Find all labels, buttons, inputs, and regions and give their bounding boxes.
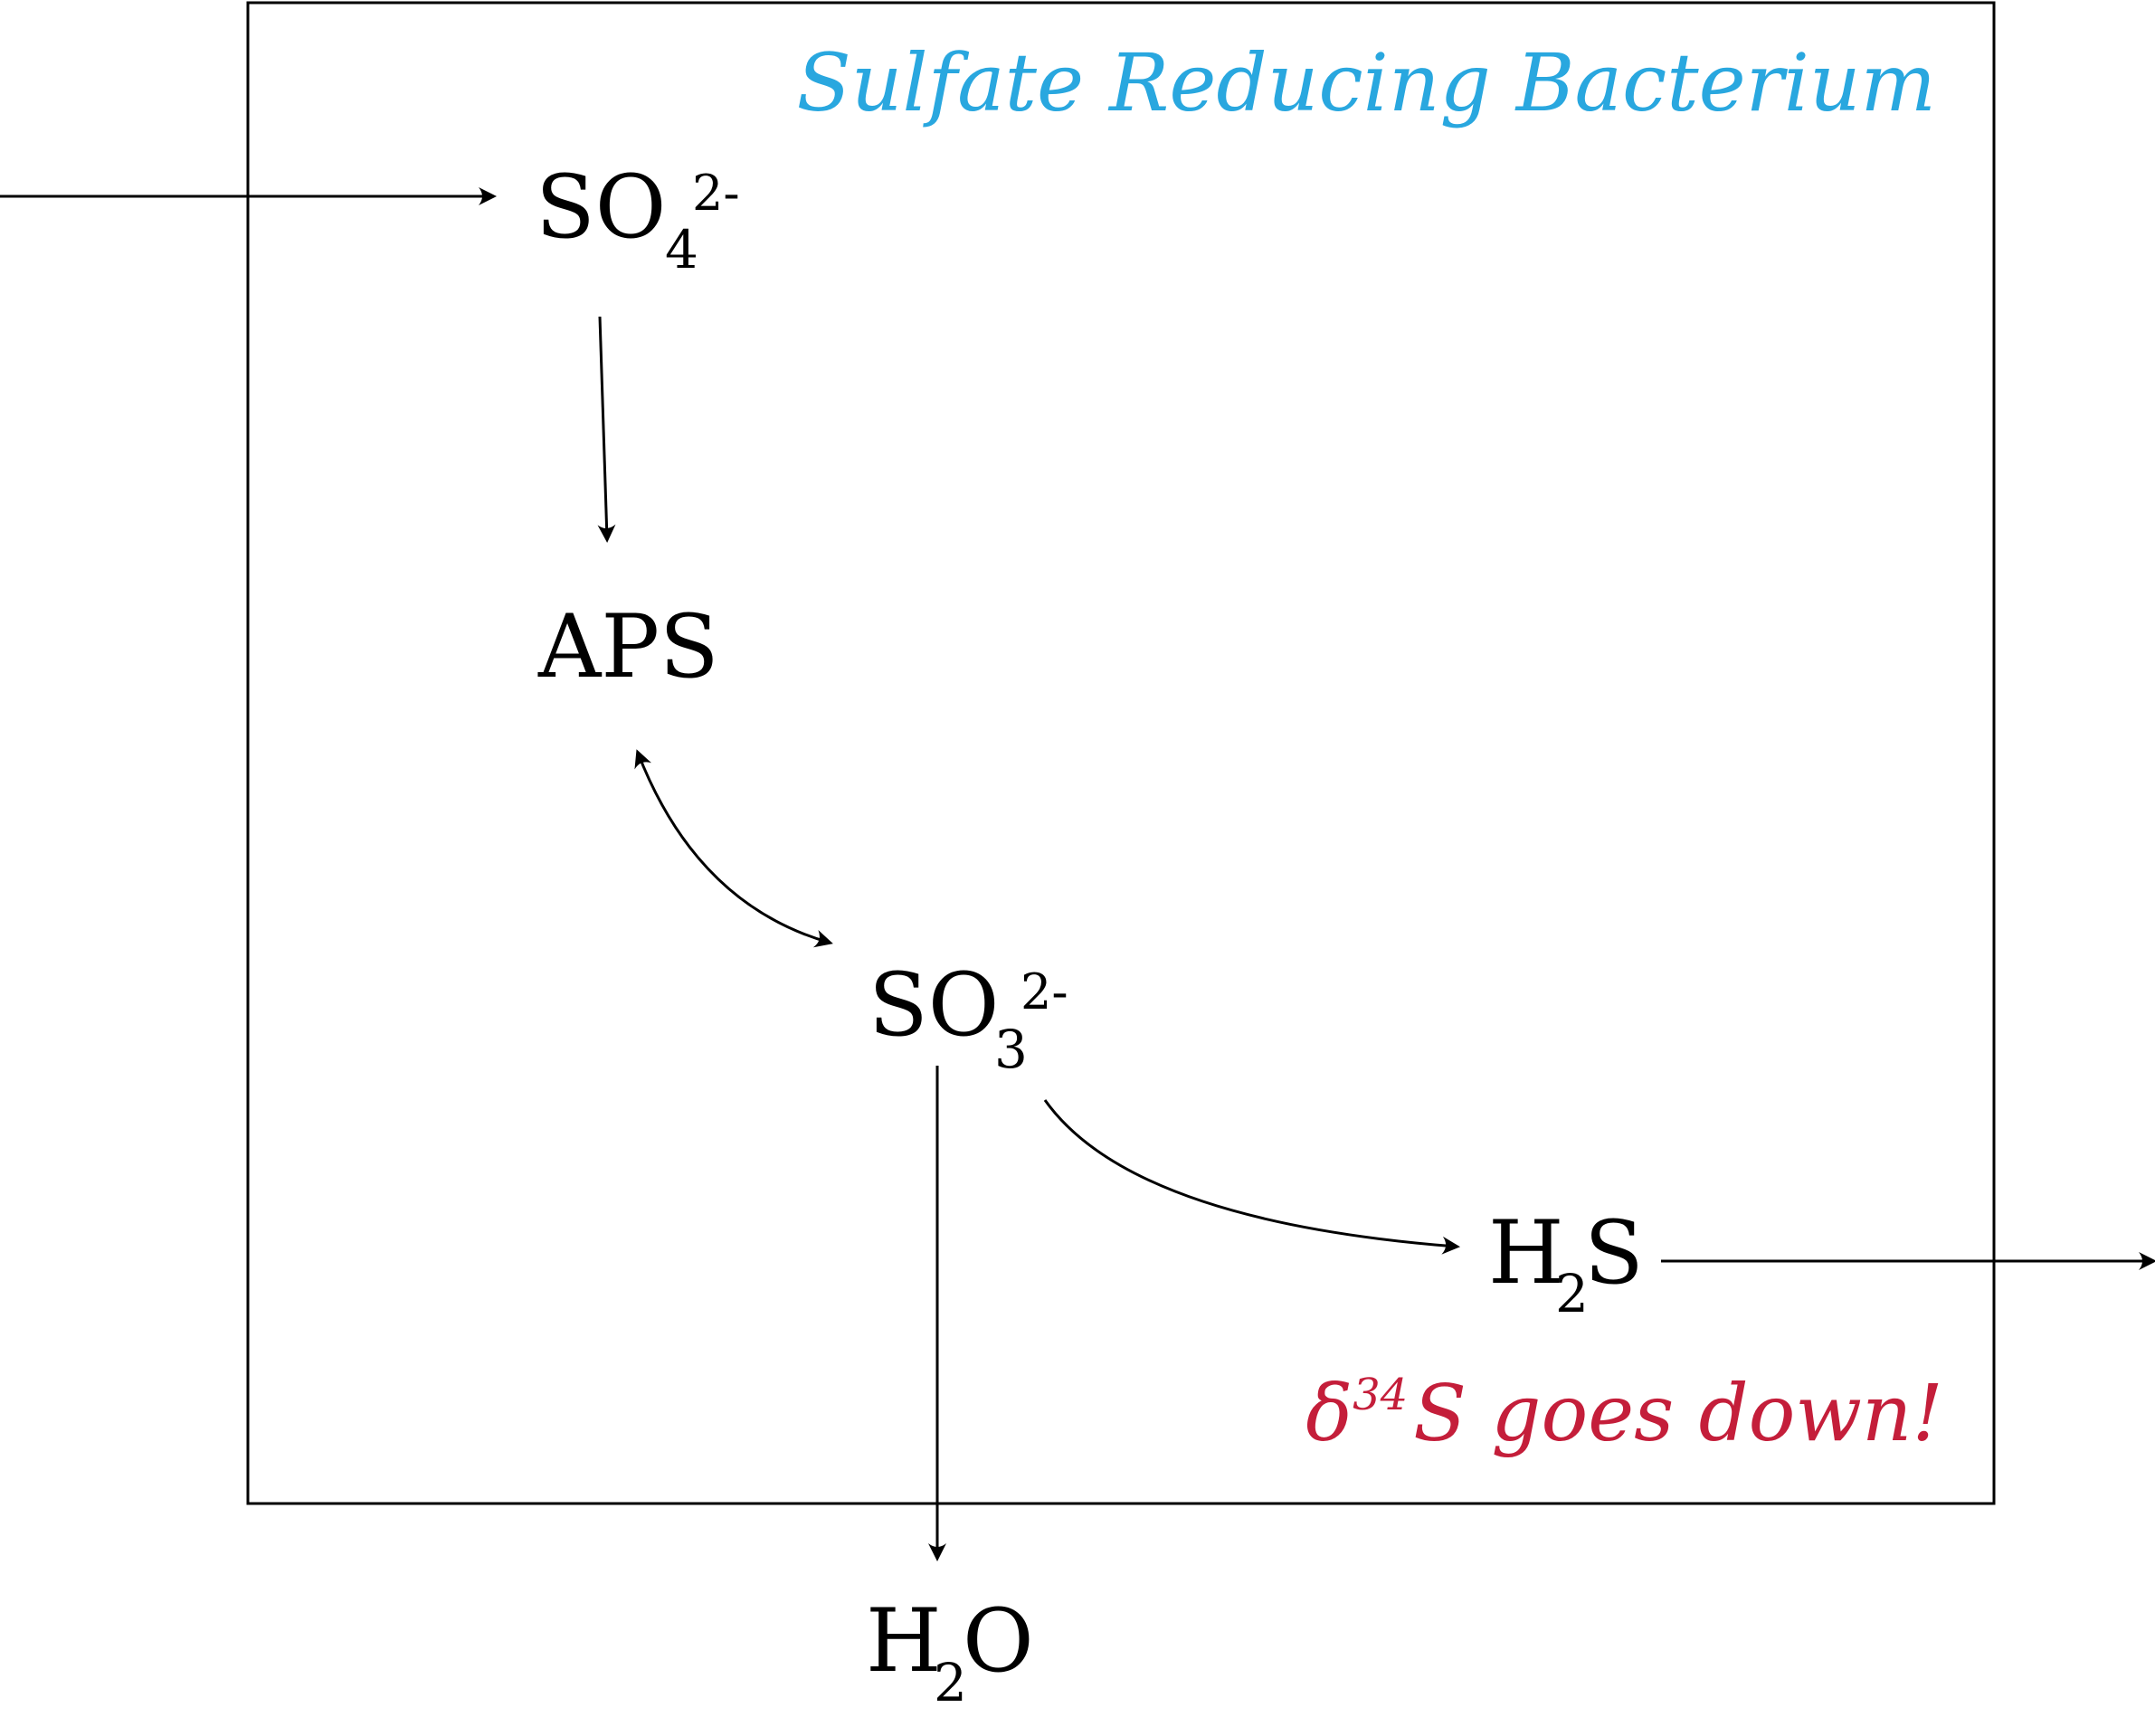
water-label: H 2 O: [866, 1590, 1034, 1713]
sulfate-to-aps-arrow: [597, 316, 616, 543]
bacterium-cell-boundary: [246, 1, 1996, 1505]
sulfite-to-h2s-arrow: [1043, 1099, 1460, 1255]
sulfate-formula: SO: [536, 157, 666, 258]
water-subscript: 2: [934, 1652, 967, 1713]
water-o: O: [963, 1590, 1034, 1692]
sulfite-charge: 2-: [1021, 963, 1068, 1020]
aps-sulfite-reversible-arrow: [634, 749, 833, 948]
isotope-note-text: S goes down!: [1413, 1369, 1943, 1459]
sulfite-label: SO 3 2-: [869, 954, 1068, 1080]
h2s-h: H: [1488, 1202, 1564, 1304]
cell-title: Sulfate Reducing Bacterium: [797, 36, 1937, 129]
aps-formula: APS: [537, 596, 719, 697]
sulfite-subscript: 3: [994, 1019, 1028, 1080]
sulfate-charge: 2-: [692, 165, 740, 222]
h2s-s: S: [1584, 1202, 1644, 1304]
aps-label: APS: [537, 596, 719, 697]
h2s-subscript: 2: [1555, 1263, 1589, 1324]
h2s-label: H 2 S: [1488, 1202, 1644, 1324]
isotope-note: δ34S goes down!: [1305, 1369, 1943, 1459]
sulfate-label: SO 4 2-: [536, 157, 740, 280]
isotope-delta: δ: [1305, 1369, 1353, 1459]
water-h: H: [866, 1590, 942, 1692]
isotope-mass-number: 34: [1353, 1370, 1408, 1420]
sulfite-formula: SO: [869, 954, 999, 1056]
sulfate-subscript: 4: [665, 219, 698, 280]
